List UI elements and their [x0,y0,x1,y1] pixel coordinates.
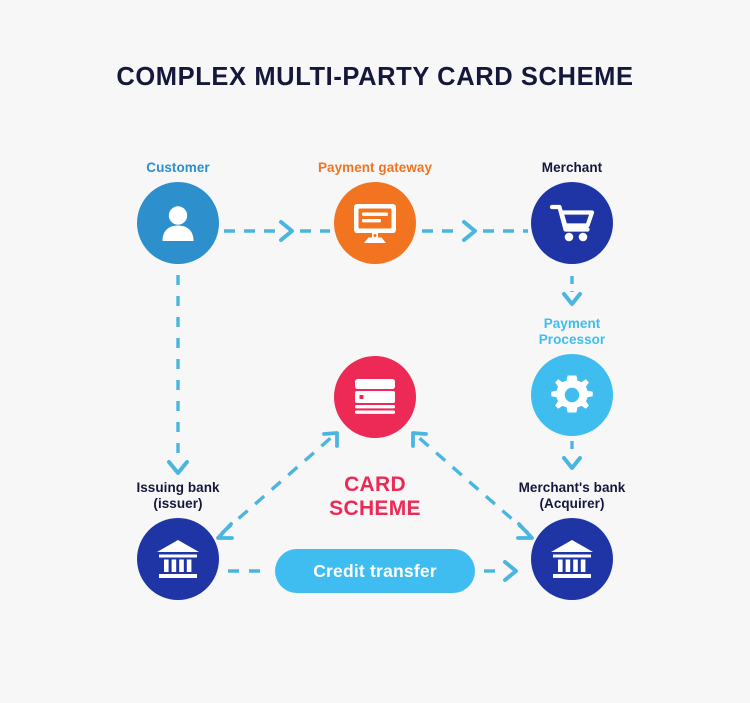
bank-icon [551,539,593,578]
customer-circle [137,181,219,264]
node-card-scheme[interactable] [290,356,460,438]
shopping-cart-icon [549,204,595,242]
node-customer[interactable]: Customer [93,160,263,264]
monitor-icon [354,203,396,243]
node-merchant[interactable]: Merchant [487,160,657,264]
payment-processor-circle [531,353,613,436]
card-scheme-circle [334,356,416,438]
bank-icon [157,539,199,578]
credit-transfer-badge[interactable]: Credit transfer [275,549,475,593]
node-payment-gateway[interactable]: Payment gateway [290,160,460,264]
node-payment-processor[interactable]: Payment Processor [487,316,657,436]
merchant-circle [531,181,613,264]
payment-gateway-circle [334,181,416,264]
edge-customer-to-issuing-bank [167,275,189,475]
issuing-bank-circle [137,517,219,600]
node-payment-processor-label: Payment Processor [538,316,606,347]
credit-transfer-label: Credit transfer [313,560,437,581]
gear-icon [551,375,593,413]
node-issuing-bank[interactable]: Issuing bank (issuer) [93,480,263,600]
edge-processor-to-merchant-bank [562,441,582,470]
node-payment-gateway-label: Payment gateway [317,160,433,175]
credit-card-icon [355,379,395,414]
node-merchant-bank[interactable]: Merchant's bank (Acquirer) [487,480,657,600]
node-customer-label: Customer [146,160,210,175]
edge-merchant-to-processor [562,276,582,306]
node-merchant-bank-label: Merchant's bank (Acquirer) [518,480,626,511]
page-title: COMPLEX MULTI-PARTY CARD SCHEME [116,63,634,91]
card-scheme-label: CARD SCHEME [329,473,421,520]
node-issuing-bank-label: Issuing bank (issuer) [136,480,220,511]
node-merchant-label: Merchant [541,160,603,175]
merchant-bank-circle [531,517,613,600]
person-icon [162,206,194,241]
